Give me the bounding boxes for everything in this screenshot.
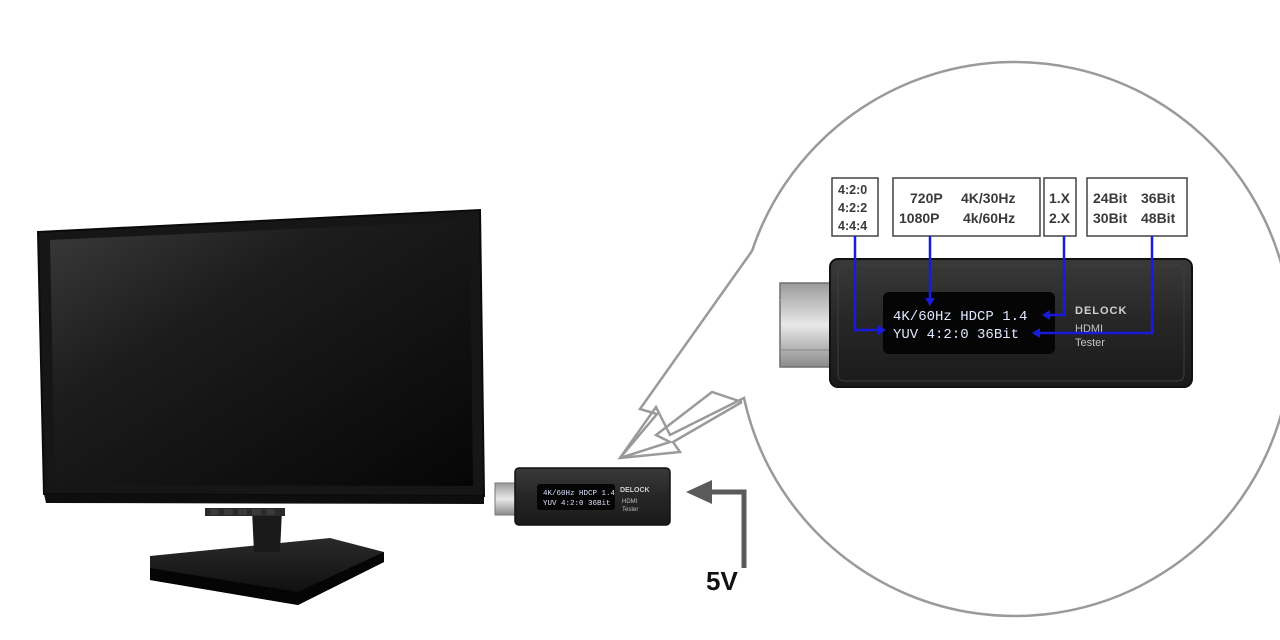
svg-text:4K/30Hz: 4K/30Hz [961,190,1015,206]
svg-text:2.X: 2.X [1049,210,1071,226]
oled-line1-large: 4K/60Hz HDCP 1.4 [893,309,1027,325]
product-line1-small: HDMI [622,499,638,505]
monitor [36,208,486,605]
svg-text:36Bit: 36Bit [1141,190,1176,206]
svg-text:48Bit: 48Bit [1141,210,1176,226]
power-label: 5V [706,566,738,596]
oled-line2-large: YUV 4:2:0 36Bit [893,327,1019,343]
svg-text:30Bit: 30Bit [1093,210,1128,226]
svg-text:720P: 720P [910,190,943,206]
product-line2-small: Tester [622,507,638,513]
oled-display-large [883,292,1055,354]
callout-line-bit-depth [1038,236,1154,335]
svg-text:4:4:4: 4:4:4 [838,219,867,233]
delock-logo-small: DELOCK [620,487,650,494]
oled-line2-small: YUV 4:2:0 36Bit [543,500,611,508]
delock-logo-large: DELOCK [1075,305,1127,317]
hdmi-tester-small: 4K/60Hz HDCP 1.4 YUV 4:2:0 36Bit DELOCK … [494,467,671,526]
svg-text:1.X: 1.X [1049,190,1071,206]
monitor-stand-neck [252,510,282,552]
callout-color-format: 4:2:0 4:2:2 4:4:4 [831,177,879,237]
product-line2-large: Tester [1075,337,1105,349]
svg-text:4:2:0: 4:2:0 [838,183,867,197]
svg-text:4:2:2: 4:2:2 [838,201,867,215]
arrow-left-icon [710,489,747,568]
callout-arrowheads [878,298,1050,338]
callout-bit-depth: 24Bit 36Bit 30Bit 48Bit [1086,177,1188,237]
oled-line1-small: 4K/60Hz HDCP 1.4 [543,490,616,498]
svg-text:1080P: 1080P [899,210,939,226]
callout-lines [853,236,1154,335]
callout-line-color-format [853,236,880,332]
hdmi-plug-small [494,482,518,516]
callout-hdcp: 1.X 2.X [1043,177,1077,237]
callout-resolution: 720P 4K/30Hz 1080P 4k/60Hz [892,177,1041,237]
svg-text:4k/60Hz: 4k/60Hz [963,210,1015,226]
hdmi-tester-large: 4K/60Hz HDCP 1.4 YUV 4:2:0 36Bit DELOCK … [779,258,1193,388]
monitor-screen [50,221,473,486]
oled-display-small [537,484,615,510]
svg-text:24Bit: 24Bit [1093,190,1128,206]
callout-line-hdcp [1048,236,1066,317]
